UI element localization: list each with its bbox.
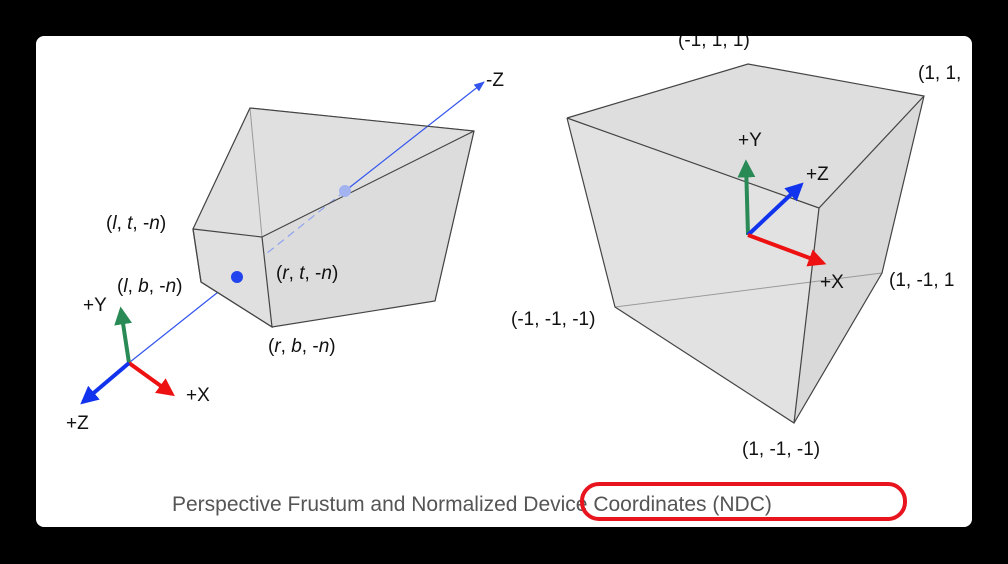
ndc-left-face <box>567 118 819 423</box>
frustum-axis-x <box>127 361 175 397</box>
frustum-front-edge <box>261 130 475 238</box>
ndc-corner-top-right-label: (1, 1, <box>918 63 961 84</box>
ndc-top-face <box>567 64 924 208</box>
neg-z-axis-label: -Z <box>486 70 504 91</box>
frustum <box>129 81 485 363</box>
near-top-left-label: (l, t, -n) <box>106 213 166 234</box>
ndc-corner-bottom-label: (1, -1, -1) <box>742 439 820 460</box>
frustum-outline <box>192 107 475 328</box>
ndc-right-face <box>794 96 924 423</box>
far-plane-center-point <box>339 185 351 197</box>
ndc-corner-mid-right-label: (1, -1, 1 <box>889 270 954 291</box>
ndc-outline <box>566 63 925 424</box>
near-bottom-right-label: (r, b, -n) <box>268 336 336 357</box>
frustum-axes <box>80 306 175 405</box>
ndc-axis-x-label: +X <box>820 272 844 293</box>
frustum-center-axis-far <box>344 81 485 192</box>
near-plane-center-point <box>231 271 243 283</box>
figure-caption: Perspective Frustum and Normalized Devic… <box>172 493 772 516</box>
ndc-corner-top-left-label: (-1, 1, 1) <box>678 30 750 51</box>
ndc-axis-y-label: +Y <box>738 130 762 151</box>
frustum-axis-x-label: +X <box>186 385 210 406</box>
ndc-front-vertical-edge <box>793 207 820 424</box>
highlight-ellipse <box>580 482 907 521</box>
ndc-corner-mid-left-label: (-1, -1, -1) <box>511 309 595 330</box>
frustum-axis-z-label: +Z <box>66 413 89 434</box>
ndc-hidden-edge <box>614 272 883 308</box>
frustum-axis-y-label: +Y <box>83 295 107 316</box>
frustum-hidden-edge <box>249 107 263 238</box>
frustum-right-face <box>262 131 474 327</box>
frustum-top-face <box>193 108 474 237</box>
ndc-axis-z <box>746 182 804 237</box>
ndc-axis-z-label: +Z <box>806 164 829 185</box>
near-bottom-left-label: (l, b, -n) <box>117 276 183 297</box>
ndc-axis-y <box>737 159 756 236</box>
frustum-center-axis-hidden <box>236 190 346 278</box>
ndc-axis-x <box>747 233 827 267</box>
frustum-axis-z <box>80 361 131 405</box>
ndc-axes <box>737 159 827 267</box>
ndc-cube <box>566 63 925 424</box>
near-top-right-label: (r, t, -n) <box>276 263 338 284</box>
frustum-axis-y <box>114 306 133 364</box>
